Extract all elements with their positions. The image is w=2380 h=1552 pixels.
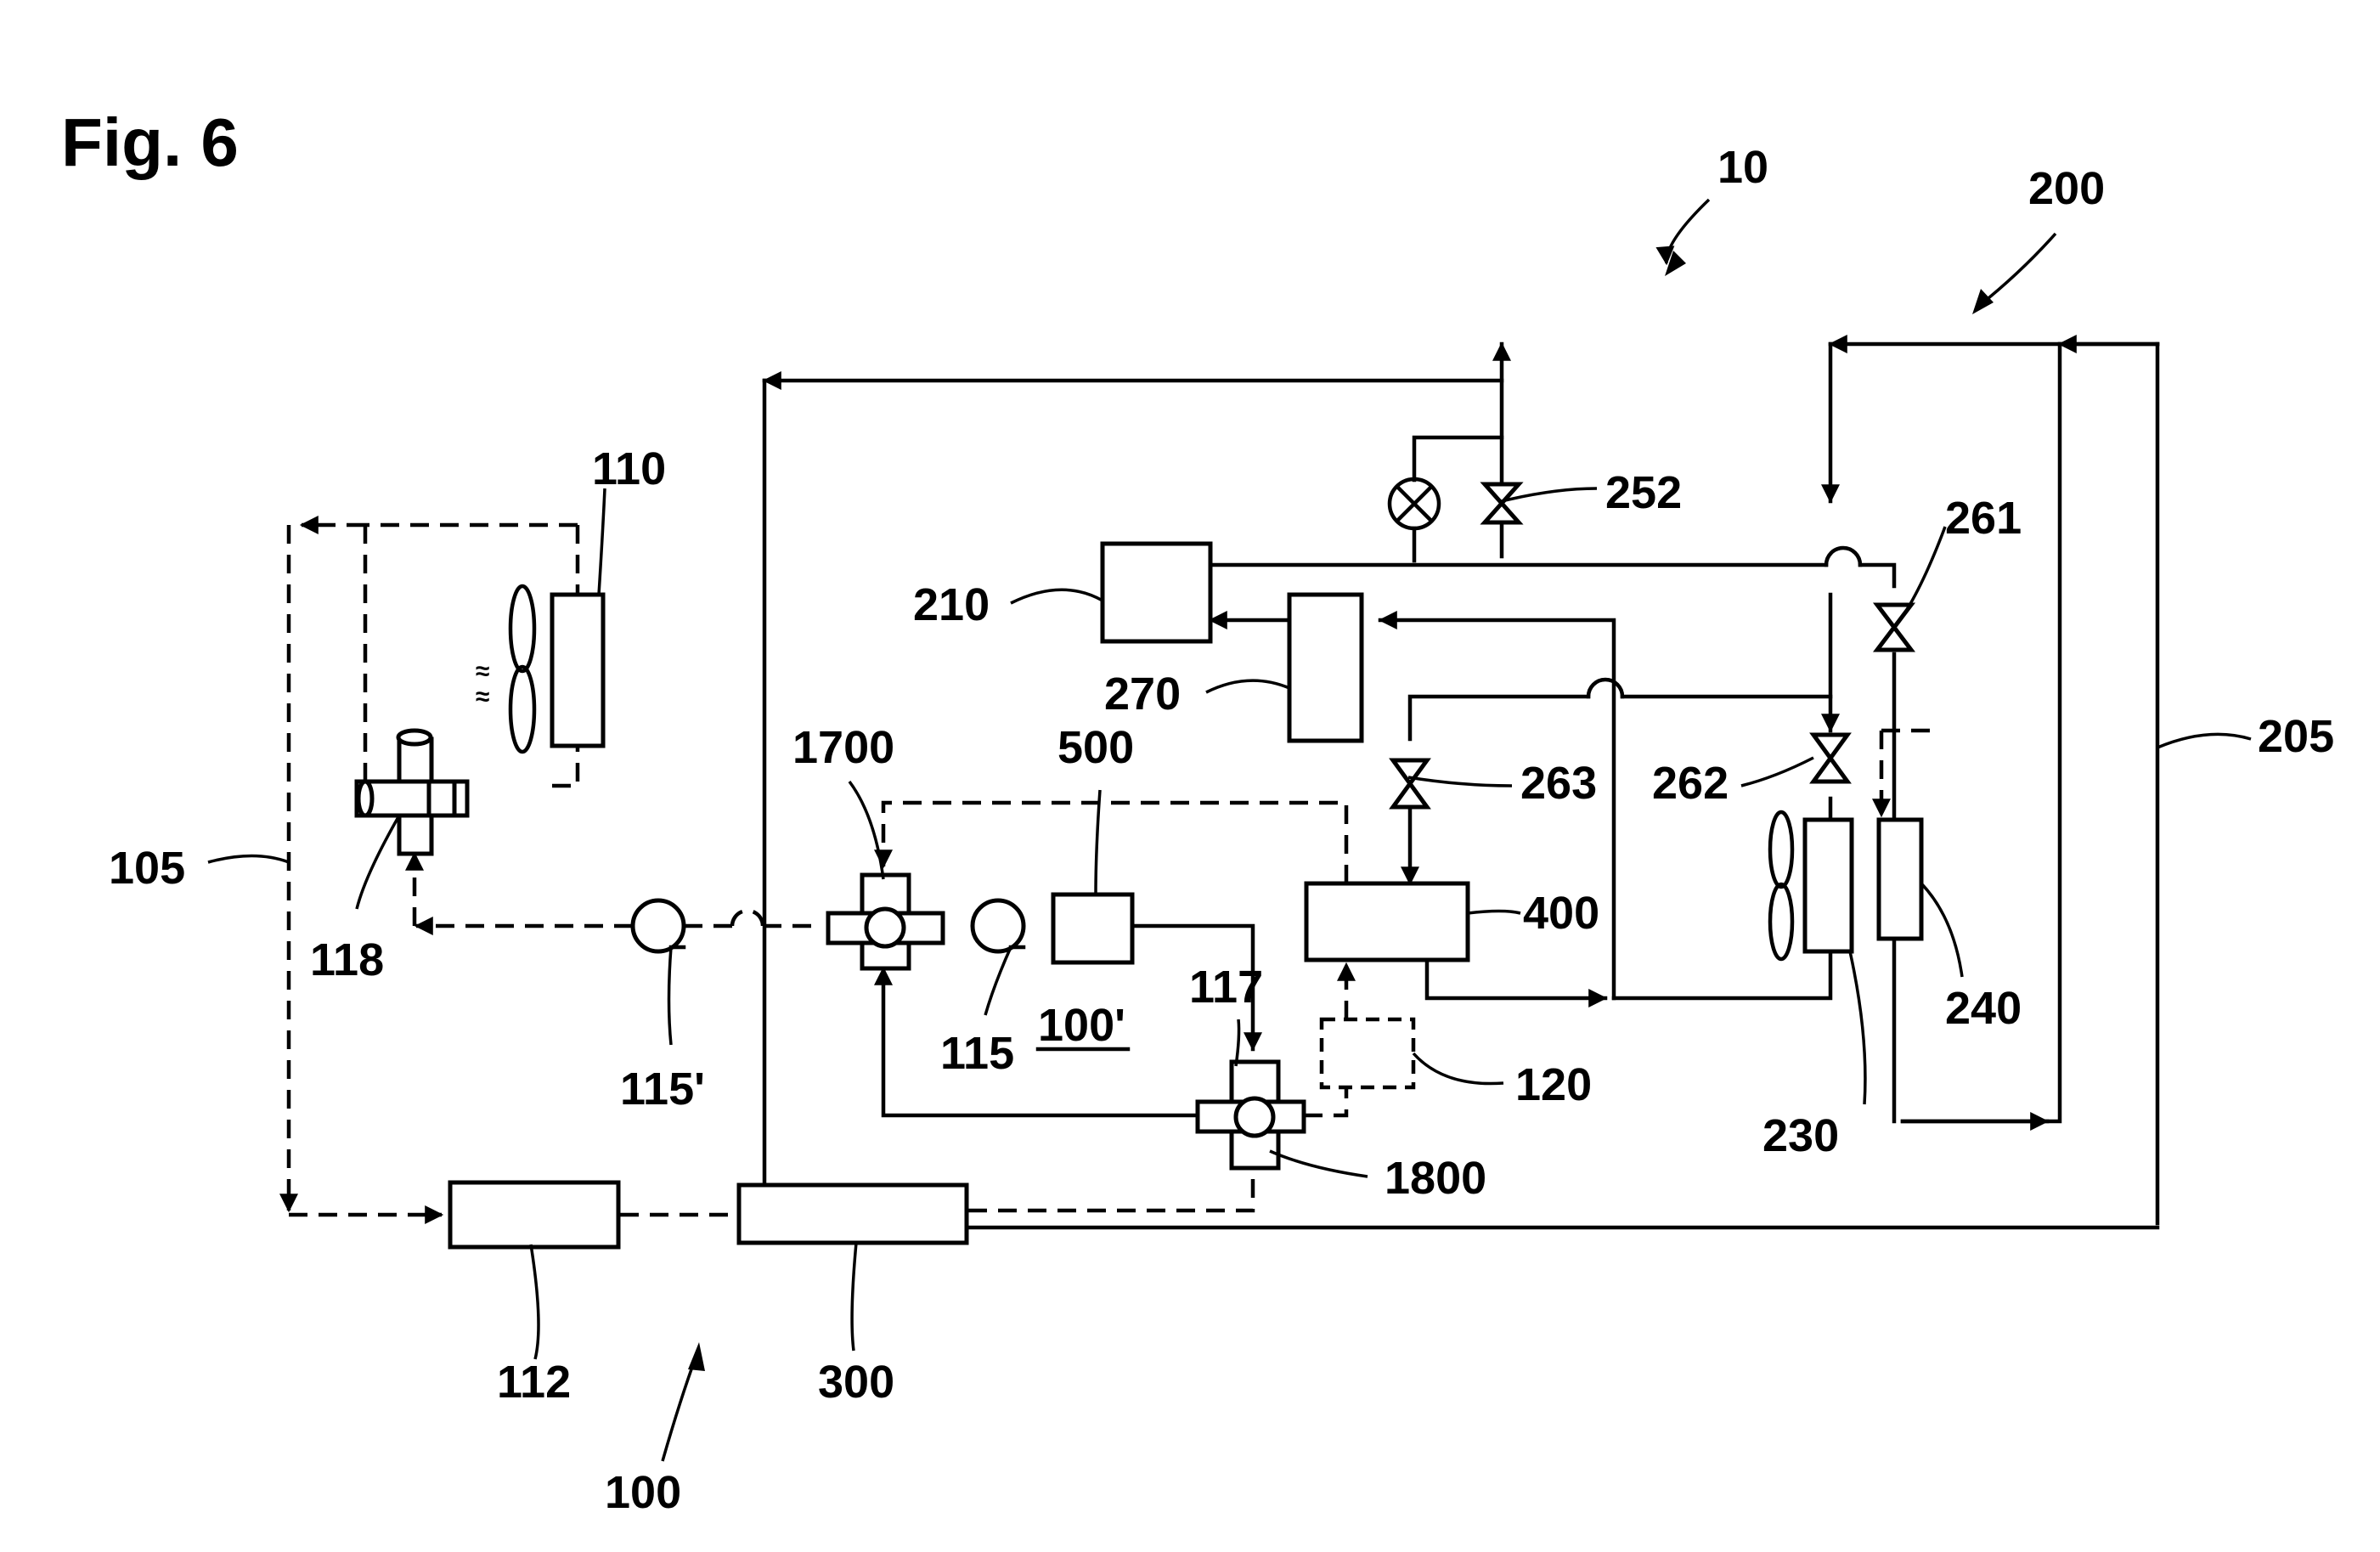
leader-240 (1920, 882, 1964, 978)
dashed-pipes (279, 516, 1932, 1224)
leader-261 (1894, 526, 1947, 628)
pipe-230-bottom (1611, 949, 1833, 1001)
component-230 (1802, 817, 1854, 954)
pipe-to-270 (1378, 611, 1616, 1001)
component-270 (1287, 592, 1364, 743)
leader-115 (984, 946, 1012, 1016)
pipe-400-bottom (1424, 957, 1608, 1007)
pipe-to-261 (1858, 562, 1897, 589)
leader-1700 (848, 780, 885, 880)
label-118: 118 (310, 934, 384, 985)
label-1700: 1700 (792, 722, 894, 773)
svg-text:≈: ≈ (476, 683, 489, 711)
figure-title: Fig. 6 (61, 104, 239, 180)
leader-117 (1234, 1019, 1241, 1067)
label-240: 240 (1945, 983, 2022, 1034)
leader-270 (1205, 679, 1290, 694)
component-400 (1304, 881, 1470, 962)
valve-252-icon (1480, 482, 1524, 525)
leader-lines (207, 198, 2252, 1462)
pipe-500-117 (1130, 923, 1262, 1052)
label-210: 210 (913, 579, 990, 630)
three-way-valve-118-icon (354, 728, 470, 856)
label-270: 270 (1104, 669, 1181, 720)
component-300 (736, 1182, 969, 1245)
leader-105 (207, 854, 290, 864)
components: ≈ ≈ (354, 477, 1924, 1250)
label-252: 252 (1605, 467, 1682, 518)
dash-110-118 (544, 525, 580, 788)
dash-crossover-1 (730, 908, 765, 927)
leader-263 (1407, 776, 1513, 787)
indicator-100-line (661, 1354, 698, 1462)
dash-1800-120 (1304, 1087, 1349, 1118)
label-300: 300 (818, 1357, 894, 1408)
label-205: 205 (2258, 711, 2334, 762)
label-10: 10 (1717, 142, 1768, 193)
leader-252 (1501, 487, 1598, 503)
label-105: 105 (109, 843, 185, 894)
label-117: 117 (1189, 962, 1263, 1013)
label-100: 100 (605, 1467, 681, 1518)
leader-1800 (1269, 1149, 1368, 1178)
fan-icon (1768, 810, 1795, 962)
label-263: 263 (1520, 758, 1597, 809)
indicator-200-head (1972, 289, 1994, 314)
leader-120 (1412, 1052, 1504, 1086)
label-100p: 100' (1038, 1000, 1125, 1051)
pipe-crossover-1 (1824, 545, 1863, 567)
leader-115p (667, 946, 673, 1046)
indicator-10-head (1665, 251, 1686, 276)
valve-263-icon (1389, 758, 1431, 810)
leader-205 (2157, 732, 2252, 749)
leader-230 (1848, 951, 1867, 1105)
leader-500 (1094, 789, 1102, 895)
component-210 (1100, 541, 1213, 644)
svg-text:≈: ≈ (476, 657, 489, 686)
label-110: 110 (592, 443, 666, 494)
four-way-valve-1700-icon (826, 872, 945, 971)
component-112 (448, 1180, 621, 1250)
pump-115p-icon (630, 898, 686, 954)
dash-300-1800 (968, 1168, 1255, 1213)
valve-262-icon (1809, 732, 1852, 784)
pipe-to-263 (1407, 694, 1591, 742)
label-115p: 115' (620, 1064, 705, 1115)
leader-262 (1740, 756, 1814, 787)
label-120: 120 (1515, 1059, 1592, 1110)
label-261: 261 (1945, 493, 2022, 544)
label-262: 262 (1652, 758, 1729, 809)
pipe-lamp-branch (1412, 435, 1504, 483)
dash-400-1700 (874, 800, 1349, 883)
leader-112 (529, 1244, 540, 1360)
expansion-valve-icon (1387, 477, 1441, 531)
label-500: 500 (1057, 722, 1134, 773)
component-110 (550, 592, 606, 748)
leader-300 (850, 1242, 858, 1352)
pipe-crossover-2 (1586, 677, 1625, 699)
component-500 (1051, 892, 1135, 965)
leader-210 (1010, 588, 1103, 605)
indicator-200-line (1977, 232, 2057, 308)
label-230: 230 (1762, 1110, 1839, 1161)
leader-400 (1467, 909, 1521, 915)
indicator-100-head (688, 1342, 705, 1371)
solid-pipes (755, 335, 2160, 1230)
fan-icon: ≈ ≈ (476, 584, 537, 754)
label-112: 112 (497, 1357, 571, 1408)
label-1800: 1800 (1385, 1153, 1486, 1204)
component-240 (1876, 817, 1924, 941)
leader-118 (355, 815, 401, 910)
pipe-1800-1700 (874, 966, 1200, 1118)
label-400: 400 (1523, 888, 1599, 939)
indicator-10 (1655, 198, 1711, 266)
four-way-valve-1800-icon (1195, 1059, 1306, 1171)
leader-110 (597, 488, 606, 595)
label-115: 115 (940, 1028, 1014, 1079)
pump-115-icon (970, 898, 1026, 954)
labels: Fig. 6 10 200 100 100' 105 110 112 115 1… (61, 104, 2334, 1518)
component-120 (1319, 1017, 1416, 1090)
label-200: 200 (2028, 163, 2105, 214)
